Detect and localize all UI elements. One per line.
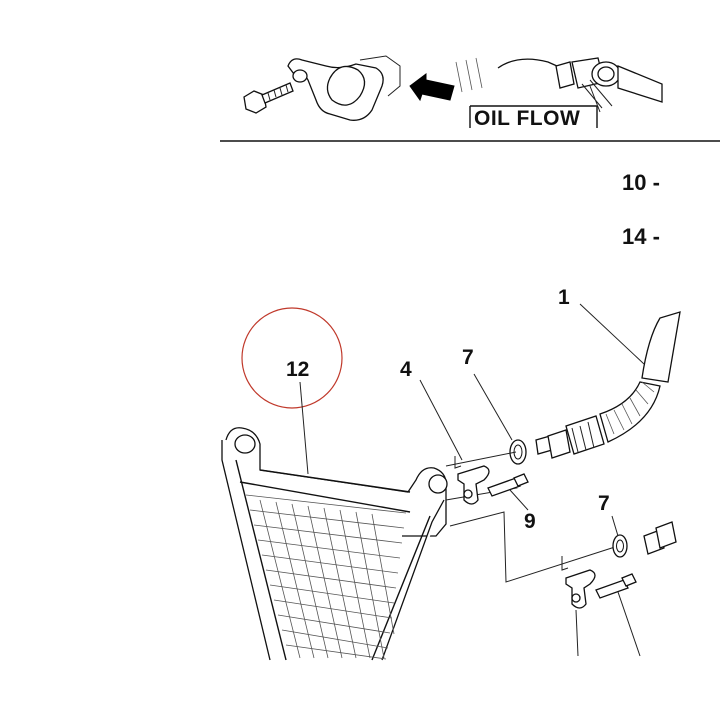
ref-14: 14 - bbox=[622, 224, 660, 249]
hose-fitting-lower bbox=[643, 521, 677, 555]
bracket-lower bbox=[561, 556, 596, 657]
cooler-core bbox=[245, 494, 407, 660]
oil-flow-label: OIL FLOW bbox=[474, 107, 580, 130]
inset-bolt bbox=[243, 82, 294, 114]
o-ring-7-upper bbox=[509, 439, 527, 465]
oil-cooler bbox=[221, 427, 448, 661]
oil-flow-inset: OIL FLOW bbox=[243, 55, 663, 130]
bolt-9 bbox=[487, 473, 529, 497]
hose-fitting-upper bbox=[535, 311, 681, 459]
ref-10: 10 - bbox=[622, 170, 660, 195]
callout-9: 9 bbox=[524, 510, 536, 533]
callout-7-upper: 7 bbox=[462, 346, 474, 369]
o-ring-7-lower bbox=[611, 515, 628, 558]
bracket-4 bbox=[454, 456, 490, 505]
callout-4: 4 bbox=[400, 358, 412, 381]
inset-housing bbox=[287, 55, 401, 121]
inset-hose bbox=[497, 57, 663, 113]
highlight-circle bbox=[241, 307, 343, 409]
oil-flow-arrow bbox=[409, 73, 455, 102]
callout-7-lower: 7 bbox=[598, 492, 610, 515]
bolt-lower bbox=[595, 573, 641, 657]
callout-12: 12 bbox=[286, 358, 309, 381]
callout-1: 1 bbox=[558, 286, 570, 309]
oil-flow-label-box: OIL FLOW bbox=[469, 105, 598, 130]
